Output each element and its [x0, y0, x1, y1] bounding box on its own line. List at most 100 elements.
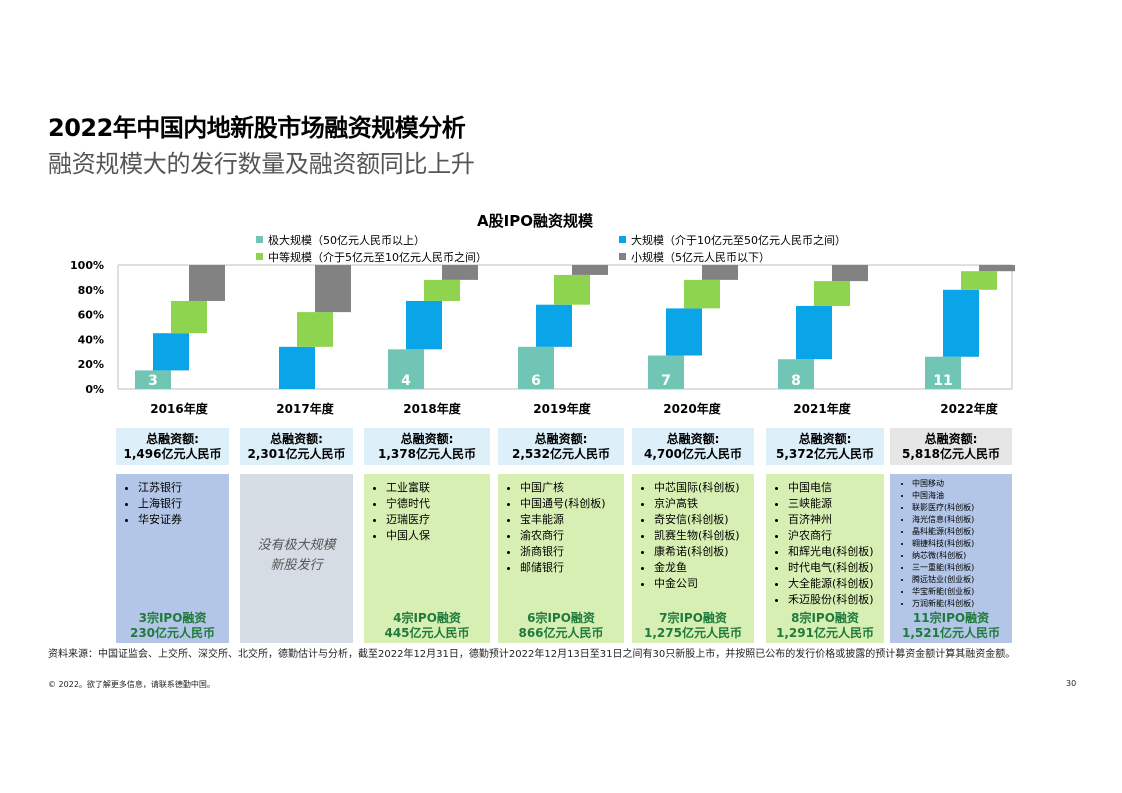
column-header: 总融资额:2,301亿元人民币 — [240, 428, 353, 465]
y-tick-label: 60% — [78, 309, 104, 322]
list-item: 工业富联 — [386, 480, 490, 496]
list-item: 中国通号(科创板) — [520, 496, 624, 512]
bar-segment — [153, 333, 189, 371]
ipo-amount: 1,521亿元人民币 — [902, 626, 1000, 640]
column-body: 中芯国际(科创板)京沪高铁奇安信(科创板)凯赛生物(科创板)康希诺(科创板)金龙… — [632, 474, 754, 643]
list-item: 中国海油 — [912, 490, 1012, 502]
total-amount: 1,378亿元人民币 — [378, 447, 476, 461]
legend-swatch — [619, 253, 626, 260]
total-amount: 2,532亿元人民币 — [512, 447, 610, 461]
ipo-scale-chart: A股IPO融资规模极大规模（50亿元人民币以上）大规模（介于10亿元至50亿元人… — [70, 212, 1015, 416]
bar-segment — [518, 346, 554, 389]
list-item: 渝农商行 — [520, 528, 624, 544]
list-item: 金龙鱼 — [654, 560, 754, 576]
list-item: 宝丰能源 — [520, 512, 624, 528]
bar-segment — [666, 308, 702, 356]
list-item: 中芯国际(科创板) — [654, 480, 754, 496]
note-line: 没有极大规模 — [257, 538, 336, 553]
company-list: 工业富联宁德时代迈瑞医疗中国人保 — [364, 474, 490, 544]
bar-segment — [297, 312, 333, 347]
company-list: 中国移动中国海油联影医疗(科创板)海光信息(科创板)晶科能源(科创板)翱捷科技(… — [890, 474, 1012, 610]
bar-segment — [961, 271, 997, 290]
list-item: 中国广核 — [520, 480, 624, 496]
column-header: 总融资额:4,700亿元人民币 — [632, 428, 754, 465]
y-tick-label: 20% — [78, 358, 104, 371]
list-item: 腾远钴业(创业板) — [912, 574, 1012, 586]
bar-count-label: 11 — [933, 373, 952, 389]
company-list: 中国电信三峡能源百济神州沪农商行和辉光电(科创板)时代电气(科创板)大全能源(科… — [766, 474, 884, 608]
note-line: 新股发行 — [270, 558, 323, 573]
list-item: 沪农商行 — [788, 528, 884, 544]
legend-label: 大规模（介于10亿元至50亿元人民币之间） — [631, 233, 846, 247]
total-label: 总融资额: — [924, 432, 978, 446]
bar-segment — [189, 265, 225, 301]
total-label: 总融资额: — [270, 432, 323, 446]
page-title: 2022年中国内地新股市场融资规模分析 — [48, 114, 466, 142]
bar-segment — [171, 300, 207, 334]
bar-segment — [832, 265, 868, 282]
list-item: 京沪高铁 — [654, 496, 754, 512]
list-item: 百济神州 — [788, 512, 884, 528]
list-item: 奇安信(科创板) — [654, 512, 754, 528]
bar-segment — [572, 265, 608, 275]
ipo-count: 8宗IPO融资 — [791, 611, 859, 625]
bar-segment — [796, 305, 832, 360]
y-tick-label: 100% — [70, 259, 104, 272]
company-list: 江苏银行上海银行华安证券 — [116, 474, 229, 528]
ipo-amount: 866亿元人民币 — [518, 626, 604, 640]
x-tick-label: 2022年度 — [940, 401, 998, 416]
summary-column: 总融资额:2,532亿元人民币中国广核中国通号(科创板)宝丰能源渝农商行浙商银行… — [498, 428, 624, 643]
list-item: 浙商银行 — [520, 544, 624, 560]
summary-column: 总融资额:1,496亿元人民币江苏银行上海银行华安证券3宗IPO融资230亿元人… — [116, 428, 229, 643]
x-tick-label: 2019年度 — [533, 401, 591, 416]
ipo-count: 7宗IPO融资 — [659, 611, 727, 625]
bar-segment — [778, 359, 814, 389]
x-tick-label: 2018年度 — [403, 401, 461, 416]
total-label: 总融资额: — [666, 432, 720, 446]
ipo-amount: 1,275亿元人民币 — [644, 626, 742, 640]
bar-segment — [925, 356, 961, 389]
total-amount: 5,818亿元人民币 — [902, 447, 1000, 461]
company-list: 中芯国际(科创板)京沪高铁奇安信(科创板)凯赛生物(科创板)康希诺(科创板)金龙… — [632, 474, 754, 592]
list-item: 江苏银行 — [138, 480, 229, 496]
bar-segment — [554, 274, 590, 305]
column-header: 总融资额:5,372亿元人民币 — [766, 428, 884, 465]
y-tick-label: 40% — [78, 333, 104, 346]
list-item: 翱捷科技(科创板) — [912, 538, 1012, 550]
bar-segment — [702, 265, 738, 280]
column-header: 总融资额:2,532亿元人民币 — [498, 428, 624, 465]
ipo-count: 3宗IPO融资 — [138, 611, 207, 625]
bar-segment — [424, 279, 460, 301]
summary-column: 总融资额:4,700亿元人民币中芯国际(科创板)京沪高铁奇安信(科创板)凯赛生物… — [632, 428, 754, 643]
list-item: 华安证券 — [138, 512, 229, 528]
total-amount: 2,301亿元人民币 — [247, 447, 346, 461]
ipo-amount: 1,291亿元人民币 — [776, 626, 874, 640]
page-subtitle: 融资规模大的发行数量及融资额同比上升 — [48, 150, 475, 178]
column-header: 总融资额:1,378亿元人民币 — [364, 428, 490, 465]
y-tick-label: 0% — [85, 383, 104, 396]
summary-column: 总融资额:5,372亿元人民币中国电信三峡能源百济神州沪农商行和辉光电(科创板)… — [766, 428, 884, 643]
list-item: 时代电气(科创板) — [788, 560, 884, 576]
list-item: 中国人保 — [386, 528, 490, 544]
list-item: 三峡能源 — [788, 496, 884, 512]
list-item: 禾迈股份(科创板) — [788, 592, 884, 608]
total-label: 总融资额: — [534, 432, 588, 446]
ipo-count: 6宗IPO融资 — [527, 611, 595, 625]
total-amount: 1,496亿元人民币 — [123, 447, 222, 461]
bar-count-label: 6 — [531, 373, 541, 389]
bar-segment — [442, 265, 478, 280]
bar-segment — [279, 346, 315, 389]
column-header: 总融资额:5,818亿元人民币 — [890, 428, 1012, 465]
legend-label: 极大规模（50亿元人民币以上） — [268, 233, 425, 247]
ipo-amount: 445亿元人民币 — [384, 626, 470, 640]
summary-column: 总融资额:2,301亿元人民币没有极大规模新股发行 — [240, 428, 353, 643]
list-item: 宁德时代 — [386, 496, 490, 512]
list-item: 康希诺(科创板) — [654, 544, 754, 560]
ipo-count: 4宗IPO融资 — [393, 611, 461, 625]
summary-column: 总融资额:5,818亿元人民币中国移动中国海油联影医疗(科创板)海光信息(科创板… — [890, 428, 1012, 643]
bar-segment — [814, 281, 850, 306]
list-item: 晶科能源(科创板) — [912, 526, 1012, 538]
